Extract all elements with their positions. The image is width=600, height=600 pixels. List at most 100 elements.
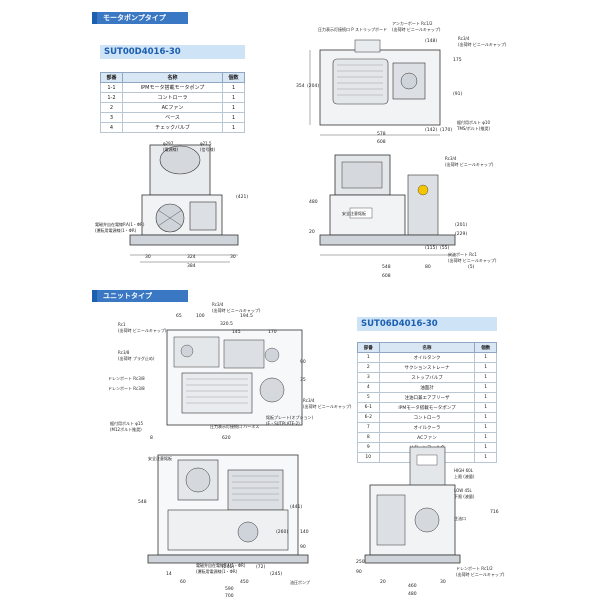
dim-p72: (72) [256,565,266,570]
dim-h20: 20 [309,230,315,235]
col-number: 部番 [100,72,123,83]
label-unit-rc34b: Rc3/4 [303,398,315,403]
dim-d90: 90 [300,360,306,365]
dim-p245b: (245) [270,572,283,577]
label-signal-cable: (信号線) [200,147,216,152]
table-cell: ACファン [378,432,476,443]
dim-p229: (229) [455,232,468,237]
dim-d1945: 194.5 [240,314,253,319]
table-cell: サクションストレーナ [378,362,476,373]
label-mount: 据付用ボルト φ10 [457,120,490,125]
label-unit-drain-cap: (出荷時 ビニールキャップ) [456,572,505,577]
table-cell: 1 [474,392,497,403]
label-safety-plate: 安全注意銘板 [342,211,366,216]
table-cell: 1-2 [100,92,123,103]
table-cell: 7 [357,422,380,433]
dim-w60: 60 [180,580,186,585]
table-cell: IPMモータ搭載モータポンプ [378,402,476,413]
label-anchor-cap: (出荷時 ビニールキャップ) [392,27,441,32]
table-cell: 1 [474,362,497,373]
table-cell: 1 [357,352,380,363]
dim-d145: 145 [232,330,241,335]
dim-p148: (148) [425,39,438,44]
label-high-level: HIGH 60L [454,468,473,473]
dim-d30-left: 30 [145,255,151,260]
dim-h480: 480 [309,200,318,205]
dim-d20: 20 [380,580,386,585]
table-cell: 油面計 [378,382,476,393]
table-cell: 1 [474,442,497,453]
label-unit-rc34: Rc3/4 [212,302,224,307]
table-cell: 1 [222,112,245,123]
table-cell: 3 [100,112,123,123]
label-drain-port-2: ドレンポート Rc3/8 [108,386,145,391]
dim-p441: (441) [290,505,303,510]
label-unit-rc1-cap: (出荷時 ビニールキャップ) [118,328,167,333]
parts-table-header: 部番 名称 個数 [100,72,245,83]
label-unit-drain: ドレンポート Rc1/2 [456,566,493,571]
dim-w384: 384 [187,264,196,269]
dim-p260: (260) [276,530,289,535]
label-phi297: φ297 [163,141,174,146]
dim-p5: (5) [468,265,475,270]
table-cell: 1 [222,122,245,133]
table-cell: 1 [474,452,497,463]
label-drain-port-1: ドレンポート Rc3/8 [108,376,145,381]
table-cell: 4 [357,382,380,393]
dim-w480: 480 [408,592,417,597]
table-cell: 1 [474,372,497,383]
dim-w14: 14 [166,572,172,577]
label-unit-rc1: Rc1 [118,322,126,327]
label-rc34-side-cap: (出荷時 ビニールキャップ) [445,162,494,167]
dim-p142: (142) [425,128,438,133]
table-cell: ベース [121,112,224,123]
table-cell: 1 [474,382,497,393]
label-unit-rc34-cap: (出荷時 ビニールキャップ) [212,308,261,313]
table-cell: ACファン [121,102,224,113]
dim-w450: 450 [240,580,249,585]
dim-w80: 80 [425,265,431,270]
table-cell: 3 [357,372,380,383]
label-high-level-sub: 上限 (液量) [454,474,475,479]
section-title-unit: ユニットタイプ [92,290,188,302]
col-name: 名称 [378,342,476,353]
table-cell: ストップバルブ [378,372,476,383]
section-title-motor: モータポンプタイプ [92,12,188,24]
label-press-harness: 圧力表示灯接続口 ハーネス [210,424,260,429]
label-low-level-sub: 下限 (液量) [454,494,475,499]
label-fill-port: 注油口 [454,516,466,521]
label-outlet-sub: (運転用電源線(1・ΦR) [95,228,137,233]
unit-front-view-drawing [147,454,309,564]
table-cell: 6-1 [357,402,380,413]
table-cell: コントローラ [121,92,224,103]
dim-h175: 175 [453,58,462,63]
dim-w578: 578 [377,132,386,137]
table-cell: チェックバルブ [121,122,224,133]
label-rc34: Rc3/4 [458,36,470,41]
dim-p245: (245) [222,565,235,570]
dim-w460: 460 [408,584,417,589]
table-cell: 1-1 [100,82,123,93]
label-unit-safety-plate: 安全注意銘板 [148,456,172,461]
label-vent: 圧力表示灯接続口 P ストリップボード [318,27,387,32]
label-mount-sub: TMS/ボルト(推奨) [457,126,490,131]
parts-table-header: 部番 名称 個数 [357,342,497,353]
dim-h204: (204) [307,84,320,89]
label-unit-outlet-sub: (運転用電源線(1・ΦR) [196,569,238,574]
dim-d30-right: 30 [230,255,236,260]
table-cell: 1 [474,402,497,413]
table-cell: 1 [222,92,245,103]
table-cell: 1 [222,102,245,113]
col-name: 名称 [121,72,224,83]
dim-d35: 35 [300,378,306,383]
label-return-port: 戻油ポート Rc1 [448,252,477,257]
dim-d100: 100 [196,314,205,319]
